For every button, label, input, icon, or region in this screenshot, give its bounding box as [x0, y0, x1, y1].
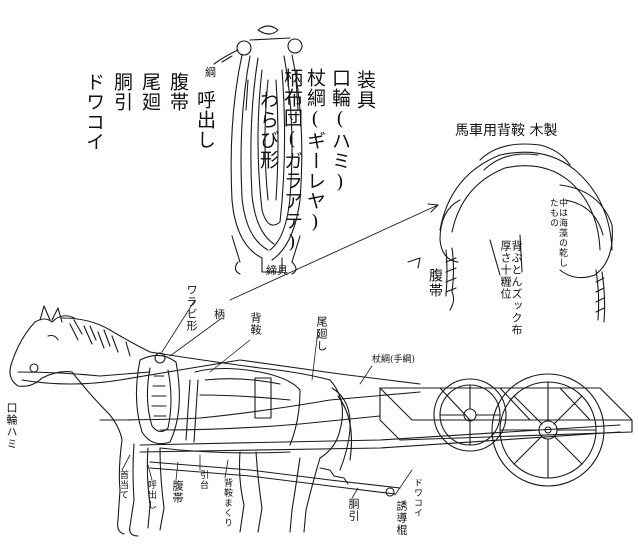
- label-obimawari: 尾廻し: [315, 316, 328, 352]
- legend-item-haraobi: 腹帯: [167, 72, 189, 112]
- label-gara: 柄: [214, 308, 225, 321]
- legend-item-yobidashi: 呼出し: [194, 90, 216, 150]
- label-dobiki: 胴引: [347, 498, 360, 522]
- label-dowakoi: ドワコイ: [412, 478, 422, 518]
- collar-assembly-drawing: [213, 25, 303, 275]
- legend-item-dobiki: 胴引: [111, 72, 133, 112]
- saddle-inner-label: 中は海藻の乾したもの: [548, 198, 567, 268]
- legend-item-obimawari: 尾廻: [139, 72, 161, 112]
- label-haraobi: 腹帯: [171, 480, 184, 504]
- label-yobidashi: 呼出し: [146, 480, 156, 510]
- saddle-title: 馬車用背鞍 木製: [455, 123, 558, 139]
- saddle-drawing: [229, 143, 613, 323]
- pointer-lines: [121, 299, 413, 499]
- saddle-futon-label: 背ぶとんズック布厚さ十糎位: [499, 240, 523, 336]
- label-seikuramakuri: 背鞍まくり: [222, 478, 232, 528]
- legend-title: 装具: [354, 70, 376, 110]
- label-breast: 締具: [266, 264, 288, 277]
- label-yuudou: 誘導棍: [395, 500, 408, 536]
- label-rope: 綱: [205, 66, 216, 79]
- horse-drawing: [9, 305, 353, 537]
- legend-item-garaate: 柄布団(ガラアテ): [281, 68, 303, 254]
- saddle-belly-label: 腹帯: [427, 268, 443, 298]
- label-tsuezuna: 杖綱(手綱): [372, 355, 416, 365]
- label-seikura: 背鞍: [249, 312, 262, 336]
- label-warabi: ワラビ形: [185, 284, 198, 332]
- label-hikidai: 引台: [198, 470, 208, 490]
- cart-drawing: [379, 373, 633, 487]
- harness-on-horse: [17, 352, 621, 497]
- legend-item-kuchiwa: 口輪(ハミ): [329, 68, 351, 194]
- legend-item-warabi: わらび形: [257, 90, 279, 170]
- legend-item-tsuezuna: 杖綱(ギーレヤ): [304, 68, 326, 234]
- label-kuchiwa: 口輪ハミ: [5, 402, 18, 450]
- label-kubiate: 首当て: [118, 470, 128, 500]
- legend-item-dowakoi: ドワコイ: [83, 72, 105, 152]
